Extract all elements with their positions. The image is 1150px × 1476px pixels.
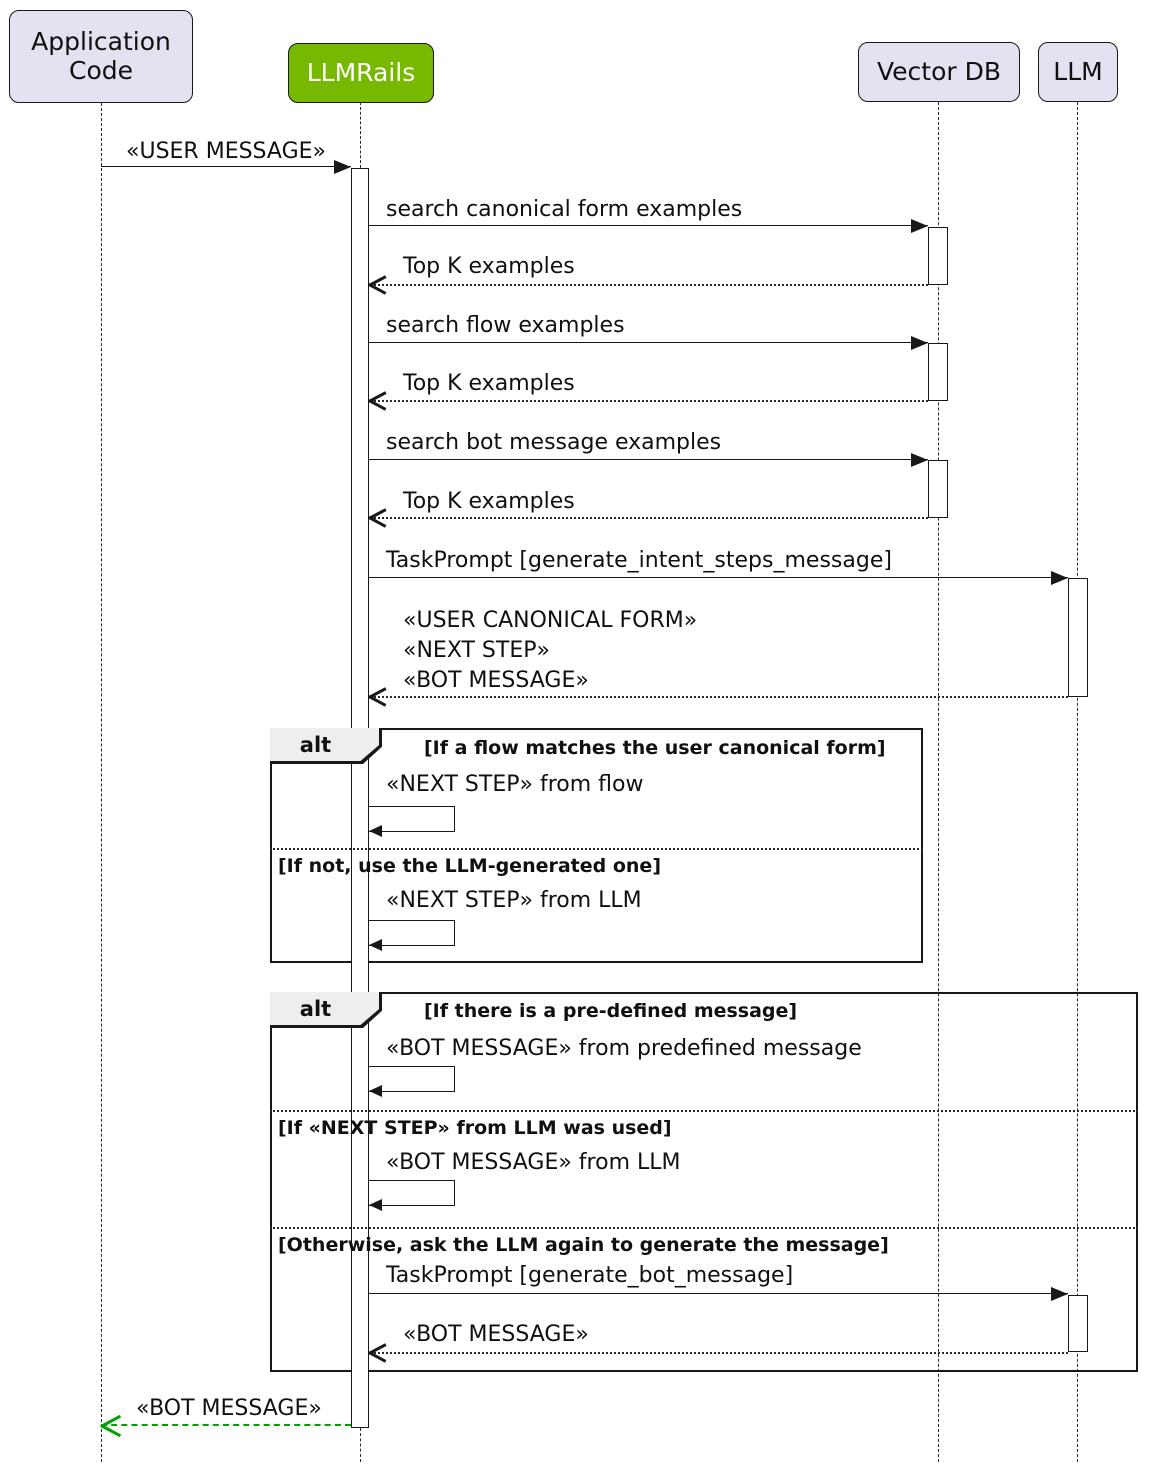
arrowhead-right-icon <box>911 453 928 467</box>
intent-return-line-2: «NEXT STEP» <box>403 638 550 663</box>
task-prompt-bot-message-label: TaskPrompt [generate_bot_message] <box>386 1263 794 1288</box>
arrowhead-left-green-icon <box>100 1424 122 1438</box>
participant-application-code: Application Code <box>9 10 193 103</box>
lifeline-llmrails-top <box>360 102 361 168</box>
alt2-divider-2 <box>270 1227 1138 1229</box>
participant-vector-db: Vector DB <box>858 42 1020 102</box>
topk-2-label: Top K examples <box>403 371 575 396</box>
alt-frame-bot-message <box>270 992 1138 1372</box>
alt1-self-message-1-loop <box>369 806 455 832</box>
activation-vector-db-3 <box>928 460 948 518</box>
search-bot-label: search bot message examples <box>386 430 722 455</box>
bot-message-return-label: «BOT MESSAGE» <box>403 1322 589 1347</box>
lifeline-application-code <box>101 103 102 1462</box>
search-flow-line <box>369 342 928 343</box>
alt-frame-next-step-pentagon: alt <box>270 728 382 764</box>
task-prompt-intent-line <box>369 577 1068 578</box>
search-canonical-line <box>369 225 928 226</box>
alt1-divider <box>270 848 923 850</box>
alt-frame-next-step-operator: alt <box>270 728 379 761</box>
alt2-divider-1 <box>270 1110 1138 1112</box>
participant-llmrails-label: LLMRails <box>306 57 416 87</box>
final-bot-message-line <box>101 1424 351 1426</box>
alt-frame-bot-message-operator: alt <box>270 992 379 1025</box>
search-canonical-label: search canonical form examples <box>386 197 743 222</box>
alt-frame-bot-message-pentagon: alt <box>270 992 382 1028</box>
user-message-label: «USER MESSAGE» <box>126 139 326 164</box>
final-bot-message-label: «BOT MESSAGE» <box>136 1396 322 1421</box>
user-message-line <box>101 166 351 167</box>
alt1-condition-2: [If not, use the LLM-generated one] <box>278 855 662 877</box>
bot-message-return-line <box>369 1352 1068 1354</box>
activation-llmrails <box>351 168 369 1428</box>
topk-3-label: Top K examples <box>403 489 575 514</box>
intent-return-line-3: «BOT MESSAGE» <box>403 668 589 693</box>
topk-2-line <box>369 400 928 402</box>
participant-llmrails: LLMRails <box>288 43 434 103</box>
alt2-condition-2: [If «NEXT STEP» from LLM was used] <box>278 1117 672 1139</box>
arrowhead-left-icon <box>369 1085 382 1097</box>
activation-vector-db-1 <box>928 227 948 285</box>
participant-llm-label: LLM <box>1053 56 1103 86</box>
participant-application-code-label: Application Code <box>31 26 171 85</box>
arrowhead-right-icon <box>911 219 928 233</box>
topk-1-label: Top K examples <box>403 254 575 279</box>
alt1-condition-1: [If a flow matches the user canonical fo… <box>424 737 886 759</box>
alt1-self-message-1-label: «NEXT STEP» from flow <box>386 772 644 797</box>
alt1-self-message-2-label: «NEXT STEP» from LLM <box>386 888 642 913</box>
alt2-condition-1: [If there is a pre-defined message] <box>424 1000 798 1022</box>
search-flow-label: search flow examples <box>386 313 625 338</box>
arrowhead-right-icon <box>334 160 351 174</box>
lifeline-llm <box>1077 102 1078 1462</box>
arrowhead-right-icon <box>1051 1287 1068 1301</box>
topk-3-line <box>369 517 928 519</box>
activation-llm-1 <box>1068 578 1088 697</box>
task-prompt-intent-label: TaskPrompt [generate_intent_steps_messag… <box>386 548 892 573</box>
alt2-self-message-1-label: «BOT MESSAGE» from predefined message <box>386 1036 862 1061</box>
lifeline-llmrails-bottom <box>360 1428 361 1462</box>
activation-llm-2 <box>1068 1295 1088 1352</box>
task-prompt-bot-message-line <box>369 1293 1068 1294</box>
arrowhead-left-icon <box>369 939 382 951</box>
participant-vector-db-label: Vector DB <box>876 56 1001 86</box>
search-bot-line <box>369 459 928 460</box>
alt2-self-message-1-loop <box>369 1066 455 1092</box>
alt2-self-message-2-label: «BOT MESSAGE» from LLM <box>386 1150 681 1175</box>
alt1-self-message-2-loop <box>369 920 455 946</box>
topk-1-line <box>369 284 928 286</box>
alt2-self-message-2-loop <box>369 1180 455 1206</box>
arrowhead-right-icon <box>911 336 928 350</box>
arrowhead-left-icon <box>369 1199 382 1211</box>
intent-return-line-1: «USER CANONICAL FORM» <box>403 608 698 633</box>
alt2-condition-3: [Otherwise, ask the LLM again to generat… <box>278 1234 889 1256</box>
activation-vector-db-2 <box>928 343 948 401</box>
intent-return-line <box>369 696 1068 698</box>
alt-frame-next-step <box>270 728 923 963</box>
arrowhead-right-icon <box>1051 571 1068 585</box>
participant-llm: LLM <box>1038 42 1118 102</box>
arrowhead-left-icon <box>369 825 382 837</box>
lifeline-vector-db <box>938 102 939 1462</box>
